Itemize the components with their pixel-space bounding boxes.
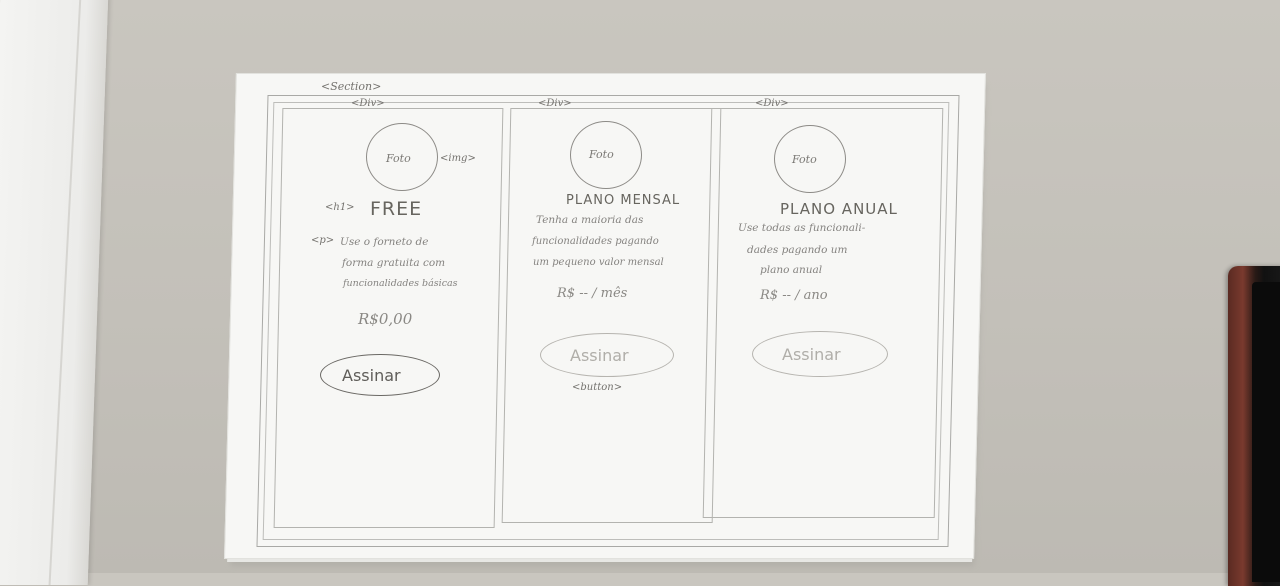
subscribe-button-monthly[interactable] — [540, 333, 674, 377]
section-tag: <Section> — [321, 80, 382, 93]
plan-description-line-2: forma gratuita com — [342, 257, 446, 269]
plan-description-line-3: funcionalidades básicas — [343, 278, 458, 289]
plan-description-line-1: Use todas as funcionali- — [738, 222, 866, 234]
subscribe-button-label: Assinar — [782, 345, 841, 364]
subscribe-button-free[interactable] — [320, 354, 440, 396]
plan-description-line-2: funcionalidades pagando — [532, 236, 659, 247]
plan-description-line-1: Use o forneto de — [340, 236, 429, 248]
photo-placeholder — [570, 121, 642, 189]
plan-description-line-1: Tenha a maioria das — [536, 214, 644, 226]
subscribe-button-annual[interactable] — [752, 331, 888, 377]
div-tag: <Div> — [755, 98, 789, 109]
photo-placeholder — [774, 125, 846, 193]
button-tag: <button> — [572, 382, 623, 393]
plan-title: PLANO MENSAL — [566, 193, 681, 208]
div-tag: <Div> — [351, 98, 385, 109]
plan-description-line-2: dades pagando um — [747, 244, 848, 256]
photo-label: Foto — [792, 153, 817, 166]
plan-price: R$ -- / mês — [557, 286, 628, 301]
plan-title: FREE — [370, 198, 423, 220]
photo-label: Foto — [386, 152, 411, 165]
photo-label: Foto — [589, 148, 614, 161]
h1-tag: <h1> — [325, 202, 355, 213]
subscribe-button-label: Assinar — [342, 366, 401, 385]
plan-price: R$0,00 — [358, 310, 413, 328]
phone-screen — [1252, 282, 1280, 582]
photo-placeholder — [366, 123, 438, 191]
plan-description-line-3: um pequeno valor mensal — [533, 257, 664, 268]
plan-price: R$ -- / ano — [760, 288, 828, 303]
p-tag: <p> — [311, 235, 335, 246]
plan-description-line-3: plano anual — [760, 264, 823, 276]
subscribe-button-label: Assinar — [570, 346, 629, 365]
plan-title: PLANO ANUAL — [780, 200, 898, 218]
div-tag: <Div> — [538, 98, 572, 109]
img-tag: <img> — [440, 153, 476, 164]
